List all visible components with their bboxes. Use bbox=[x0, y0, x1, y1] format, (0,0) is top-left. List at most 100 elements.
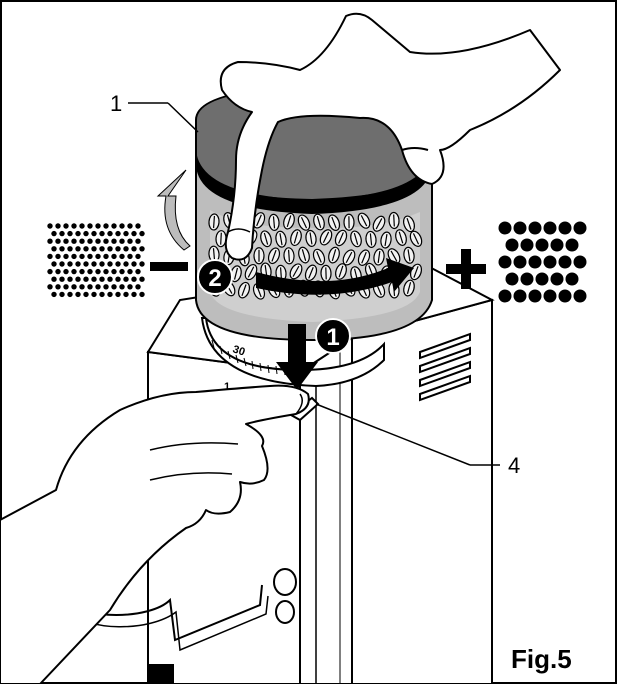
fine-grind-dot bbox=[107, 246, 112, 251]
fine-grind-dot bbox=[107, 277, 112, 282]
coarse-grind-dot bbox=[499, 256, 512, 269]
fine-grind-dot bbox=[107, 292, 112, 297]
fine-grind-dot bbox=[51, 246, 56, 251]
coarse-grind-dot bbox=[514, 256, 527, 269]
fine-grind-dot bbox=[51, 277, 56, 282]
fine-grind-dot bbox=[87, 223, 92, 228]
fine-grind-dot bbox=[131, 261, 136, 266]
fine-grind-dot bbox=[99, 261, 104, 266]
fine-grind-dot bbox=[55, 223, 60, 228]
coarse-grind-dot bbox=[536, 273, 549, 286]
coarse-grind-dot bbox=[544, 290, 557, 303]
fine-grind-dot bbox=[83, 261, 88, 266]
fine-grind-dot bbox=[115, 292, 120, 297]
fine-grind-dot bbox=[87, 269, 92, 274]
coffee-bean-crease bbox=[221, 233, 222, 245]
fine-grind-dot bbox=[71, 254, 76, 259]
fine-grind-dot bbox=[131, 231, 136, 236]
fine-grind-dot bbox=[59, 292, 64, 297]
fine-grind-dot bbox=[115, 277, 120, 282]
fine-grind-dot bbox=[87, 239, 92, 244]
fine-grind-dot bbox=[59, 277, 64, 282]
fine-grind-dot bbox=[107, 231, 112, 236]
fine-grind-dot bbox=[91, 277, 96, 282]
fine-grind-dot bbox=[123, 231, 128, 236]
fine-grind-dot bbox=[71, 223, 76, 228]
svg-text:1: 1 bbox=[326, 324, 339, 351]
fine-grind-dot bbox=[103, 284, 108, 289]
fine-grind-dot bbox=[47, 254, 52, 259]
fine-grind-dot bbox=[87, 254, 92, 259]
rotation-trace-arrow bbox=[158, 170, 190, 250]
figure-label: Fig.5 bbox=[511, 644, 572, 674]
fine-grind-dot bbox=[55, 269, 60, 274]
fine-grind-dot bbox=[99, 292, 104, 297]
fine-grind-dot bbox=[127, 239, 132, 244]
fine-grind-dot bbox=[79, 284, 84, 289]
fine-grind-dot bbox=[103, 254, 108, 259]
fine-grind-dot bbox=[91, 292, 96, 297]
coarse-grind-dot bbox=[529, 256, 542, 269]
fine-grind-dot bbox=[111, 239, 116, 244]
fine-grind-dot bbox=[123, 277, 128, 282]
fine-grind-dot bbox=[107, 261, 112, 266]
fine-grind-dot bbox=[115, 261, 120, 266]
fine-grind-dot bbox=[79, 254, 84, 259]
fine-grind-dot bbox=[115, 231, 120, 236]
fine-grind-dot bbox=[55, 239, 60, 244]
fine-grind-dot bbox=[75, 292, 80, 297]
fine-grind-dot bbox=[67, 231, 72, 236]
fine-grind-dot bbox=[91, 231, 96, 236]
fine-grind-dot bbox=[47, 239, 52, 244]
fine-grind-dot bbox=[83, 292, 88, 297]
fine-grind-dot bbox=[51, 231, 56, 236]
fine-grind-dot bbox=[87, 284, 92, 289]
fine-grind-dot bbox=[99, 231, 104, 236]
fine-grind-dot bbox=[95, 239, 100, 244]
fine-grind-dot bbox=[67, 277, 72, 282]
coarse-grind-dot bbox=[544, 222, 557, 235]
coarse-grind-dot bbox=[506, 273, 519, 286]
fine-grind-dot bbox=[63, 269, 68, 274]
fine-grind-dot bbox=[63, 284, 68, 289]
coarse-grind-dot bbox=[529, 290, 542, 303]
fine-grind-dot bbox=[139, 277, 144, 282]
fine-grind-dot bbox=[127, 254, 132, 259]
fine-grind-dot bbox=[135, 254, 140, 259]
fine-grind-dot bbox=[119, 269, 124, 274]
fine-grind-dot bbox=[111, 269, 116, 274]
fine-grind-dot bbox=[139, 292, 144, 297]
callout-4-label: 4 bbox=[508, 453, 520, 478]
coarse-grind-dot bbox=[559, 222, 572, 235]
fine-grind-dot bbox=[47, 284, 52, 289]
coffee-bean-crease bbox=[289, 250, 290, 262]
fine-grind-dot bbox=[47, 269, 52, 274]
fine-grind-dot bbox=[91, 261, 96, 266]
fine-grind-dot bbox=[115, 246, 120, 251]
fine-grind-dot bbox=[123, 246, 128, 251]
power-switch bbox=[148, 664, 174, 684]
fine-grind-dot bbox=[111, 254, 116, 259]
fine-grind-dot bbox=[135, 223, 140, 228]
fine-grind-dot bbox=[103, 269, 108, 274]
fine-grind-dot bbox=[135, 239, 140, 244]
coarse-grind-dot bbox=[514, 222, 527, 235]
fine-grind-dot bbox=[139, 231, 144, 236]
coarse-grind-dot bbox=[574, 222, 587, 235]
fine-grind-dot bbox=[71, 284, 76, 289]
coffee-bean-crease bbox=[394, 214, 395, 226]
fine-grind-dot bbox=[83, 231, 88, 236]
fine-grind-dot bbox=[71, 239, 76, 244]
fine-grind-dot bbox=[63, 223, 68, 228]
fine-grind-dot bbox=[51, 292, 56, 297]
fine-grind-dot bbox=[55, 254, 60, 259]
fine-grind-dot bbox=[99, 246, 104, 251]
coarse-grind-dot bbox=[574, 290, 587, 303]
minus-sign bbox=[150, 262, 188, 271]
fine-grind-dot bbox=[135, 284, 140, 289]
svg-text:2: 2 bbox=[208, 265, 221, 292]
fine-grind-dot bbox=[63, 254, 68, 259]
fine-grind-dot bbox=[95, 284, 100, 289]
fine-grind-dot bbox=[55, 284, 60, 289]
coarse-grind-dot bbox=[551, 273, 564, 286]
